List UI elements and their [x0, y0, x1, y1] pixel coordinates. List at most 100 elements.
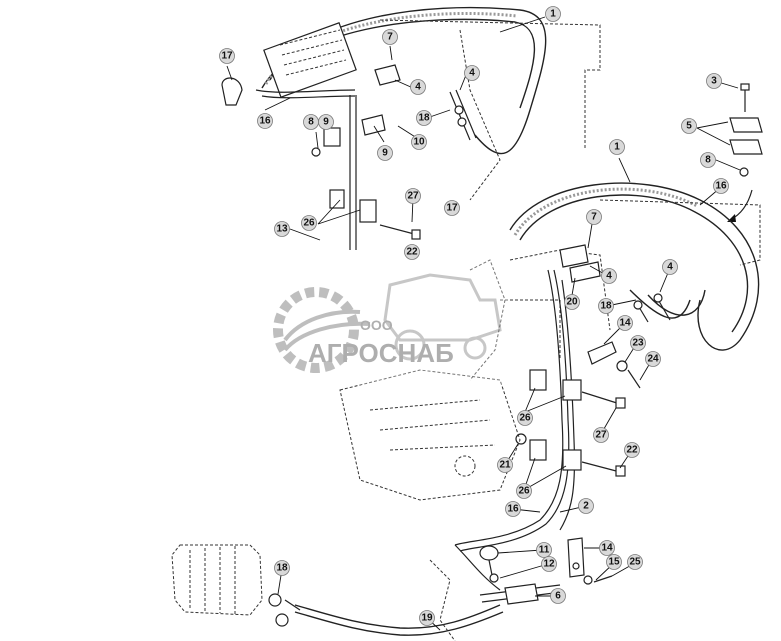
callout-label: 13 — [276, 224, 288, 235]
callout-label: 9 — [382, 148, 388, 159]
callout: 26 — [301, 215, 317, 231]
callout: 18 — [598, 298, 614, 314]
callout: 4 — [662, 259, 678, 275]
callout: 9 — [318, 114, 334, 130]
callout-label: 6 — [555, 591, 561, 602]
callout-label: 18 — [418, 113, 430, 124]
callout-label: 4 — [667, 262, 673, 273]
callout-label: 27 — [595, 430, 607, 441]
callout: 1 — [609, 139, 625, 155]
callout-label: 17 — [446, 203, 458, 214]
callout: 18 — [416, 110, 432, 126]
callout-label: 23 — [632, 338, 644, 349]
callout-label: 9 — [323, 117, 329, 128]
callout: 12 — [541, 556, 557, 572]
callout: 27 — [593, 427, 609, 443]
callout-group: 1 17 7 16 8 9 4 18 4 9 10 3 5 8 1 16 27 … — [219, 6, 729, 626]
callout: 6 — [550, 588, 566, 604]
callout: 25 — [627, 554, 643, 570]
callout-label: 12 — [543, 559, 555, 570]
callout: 22 — [404, 244, 420, 260]
callout: 16 — [505, 501, 521, 517]
callout-label: 1 — [614, 142, 620, 153]
gear-logo-icon — [273, 287, 371, 373]
callout: 17 — [444, 200, 460, 216]
callout-label: 18 — [276, 563, 288, 574]
callout: 7 — [586, 209, 602, 225]
callout: 5 — [681, 118, 697, 134]
top-detail-view — [221, 6, 601, 250]
callout: 22 — [624, 442, 640, 458]
callout-label: 21 — [499, 460, 511, 471]
callout-label: 17 — [221, 51, 233, 62]
callout-label: 7 — [387, 32, 393, 43]
bottom-view — [171, 537, 613, 641]
callout-label: 10 — [413, 137, 425, 148]
callout-label: 2 — [583, 501, 589, 512]
callout-label: 27 — [407, 191, 419, 202]
watermark-name: АГРОСНАБ — [308, 338, 454, 368]
callout: 27 — [405, 188, 421, 204]
callout-label: 4 — [469, 68, 475, 79]
callout-label: 16 — [715, 181, 727, 192]
callout: 3 — [706, 73, 722, 89]
callout: 15 — [606, 554, 622, 570]
callout-label: 11 — [539, 545, 550, 556]
callout: 23 — [630, 335, 646, 351]
callout: 24 — [645, 351, 661, 367]
callout: 26 — [517, 410, 533, 426]
callout-label: 16 — [259, 116, 271, 127]
callout: 2 — [578, 498, 594, 514]
callout: 11 — [536, 542, 552, 558]
callout-label: 22 — [406, 247, 418, 258]
callout: 14 — [599, 540, 615, 556]
callout: 8 — [700, 152, 716, 168]
callout: 21 — [497, 457, 513, 473]
callout-label: 22 — [626, 445, 638, 456]
callout-label: 14 — [601, 543, 613, 554]
callout: 26 — [516, 483, 532, 499]
watermark: ООО АГРОСНАБ — [245, 255, 510, 385]
callout-label: 16 — [507, 504, 519, 515]
callout: 13 — [274, 221, 290, 237]
callout-label: 24 — [647, 354, 659, 365]
callout-label: 14 — [619, 318, 631, 329]
callout: 19 — [419, 610, 435, 626]
main-view — [339, 182, 761, 552]
callout-label: 7 — [591, 212, 597, 223]
callout: 20 — [564, 294, 580, 310]
callout: 1 — [545, 6, 561, 22]
callout-label: 18 — [600, 301, 612, 312]
callout-label: 4 — [606, 271, 612, 282]
callout-label: 1 — [550, 9, 556, 20]
callout: 7 — [382, 29, 398, 45]
callout-label: 26 — [518, 486, 530, 497]
callout: 9 — [377, 145, 393, 161]
callout: 10 — [411, 134, 427, 150]
callout-label: 19 — [421, 613, 433, 624]
callout-label: 15 — [608, 557, 620, 568]
callout-label: 25 — [629, 557, 641, 568]
harvester-logo-icon — [383, 273, 502, 361]
clamp-detail — [727, 83, 763, 222]
callout-label: 5 — [686, 121, 692, 132]
watermark-prefix: ООО — [360, 317, 393, 333]
callout-label: 20 — [566, 297, 578, 308]
callout: 16 — [713, 178, 729, 194]
callout: 17 — [219, 48, 235, 64]
callout-label: 4 — [415, 82, 421, 93]
callout-label: 26 — [303, 218, 315, 229]
callout: 4 — [601, 268, 617, 284]
callout-label: 3 — [711, 76, 717, 87]
callout: 4 — [410, 79, 426, 95]
callout-label: 8 — [308, 117, 314, 128]
callout: 18 — [274, 560, 290, 576]
callout: 16 — [257, 113, 273, 129]
callout: 8 — [303, 114, 319, 130]
callout-label: 26 — [519, 413, 531, 424]
callout: 4 — [464, 65, 480, 81]
callout: 14 — [617, 315, 633, 331]
callout-label: 8 — [705, 155, 711, 166]
